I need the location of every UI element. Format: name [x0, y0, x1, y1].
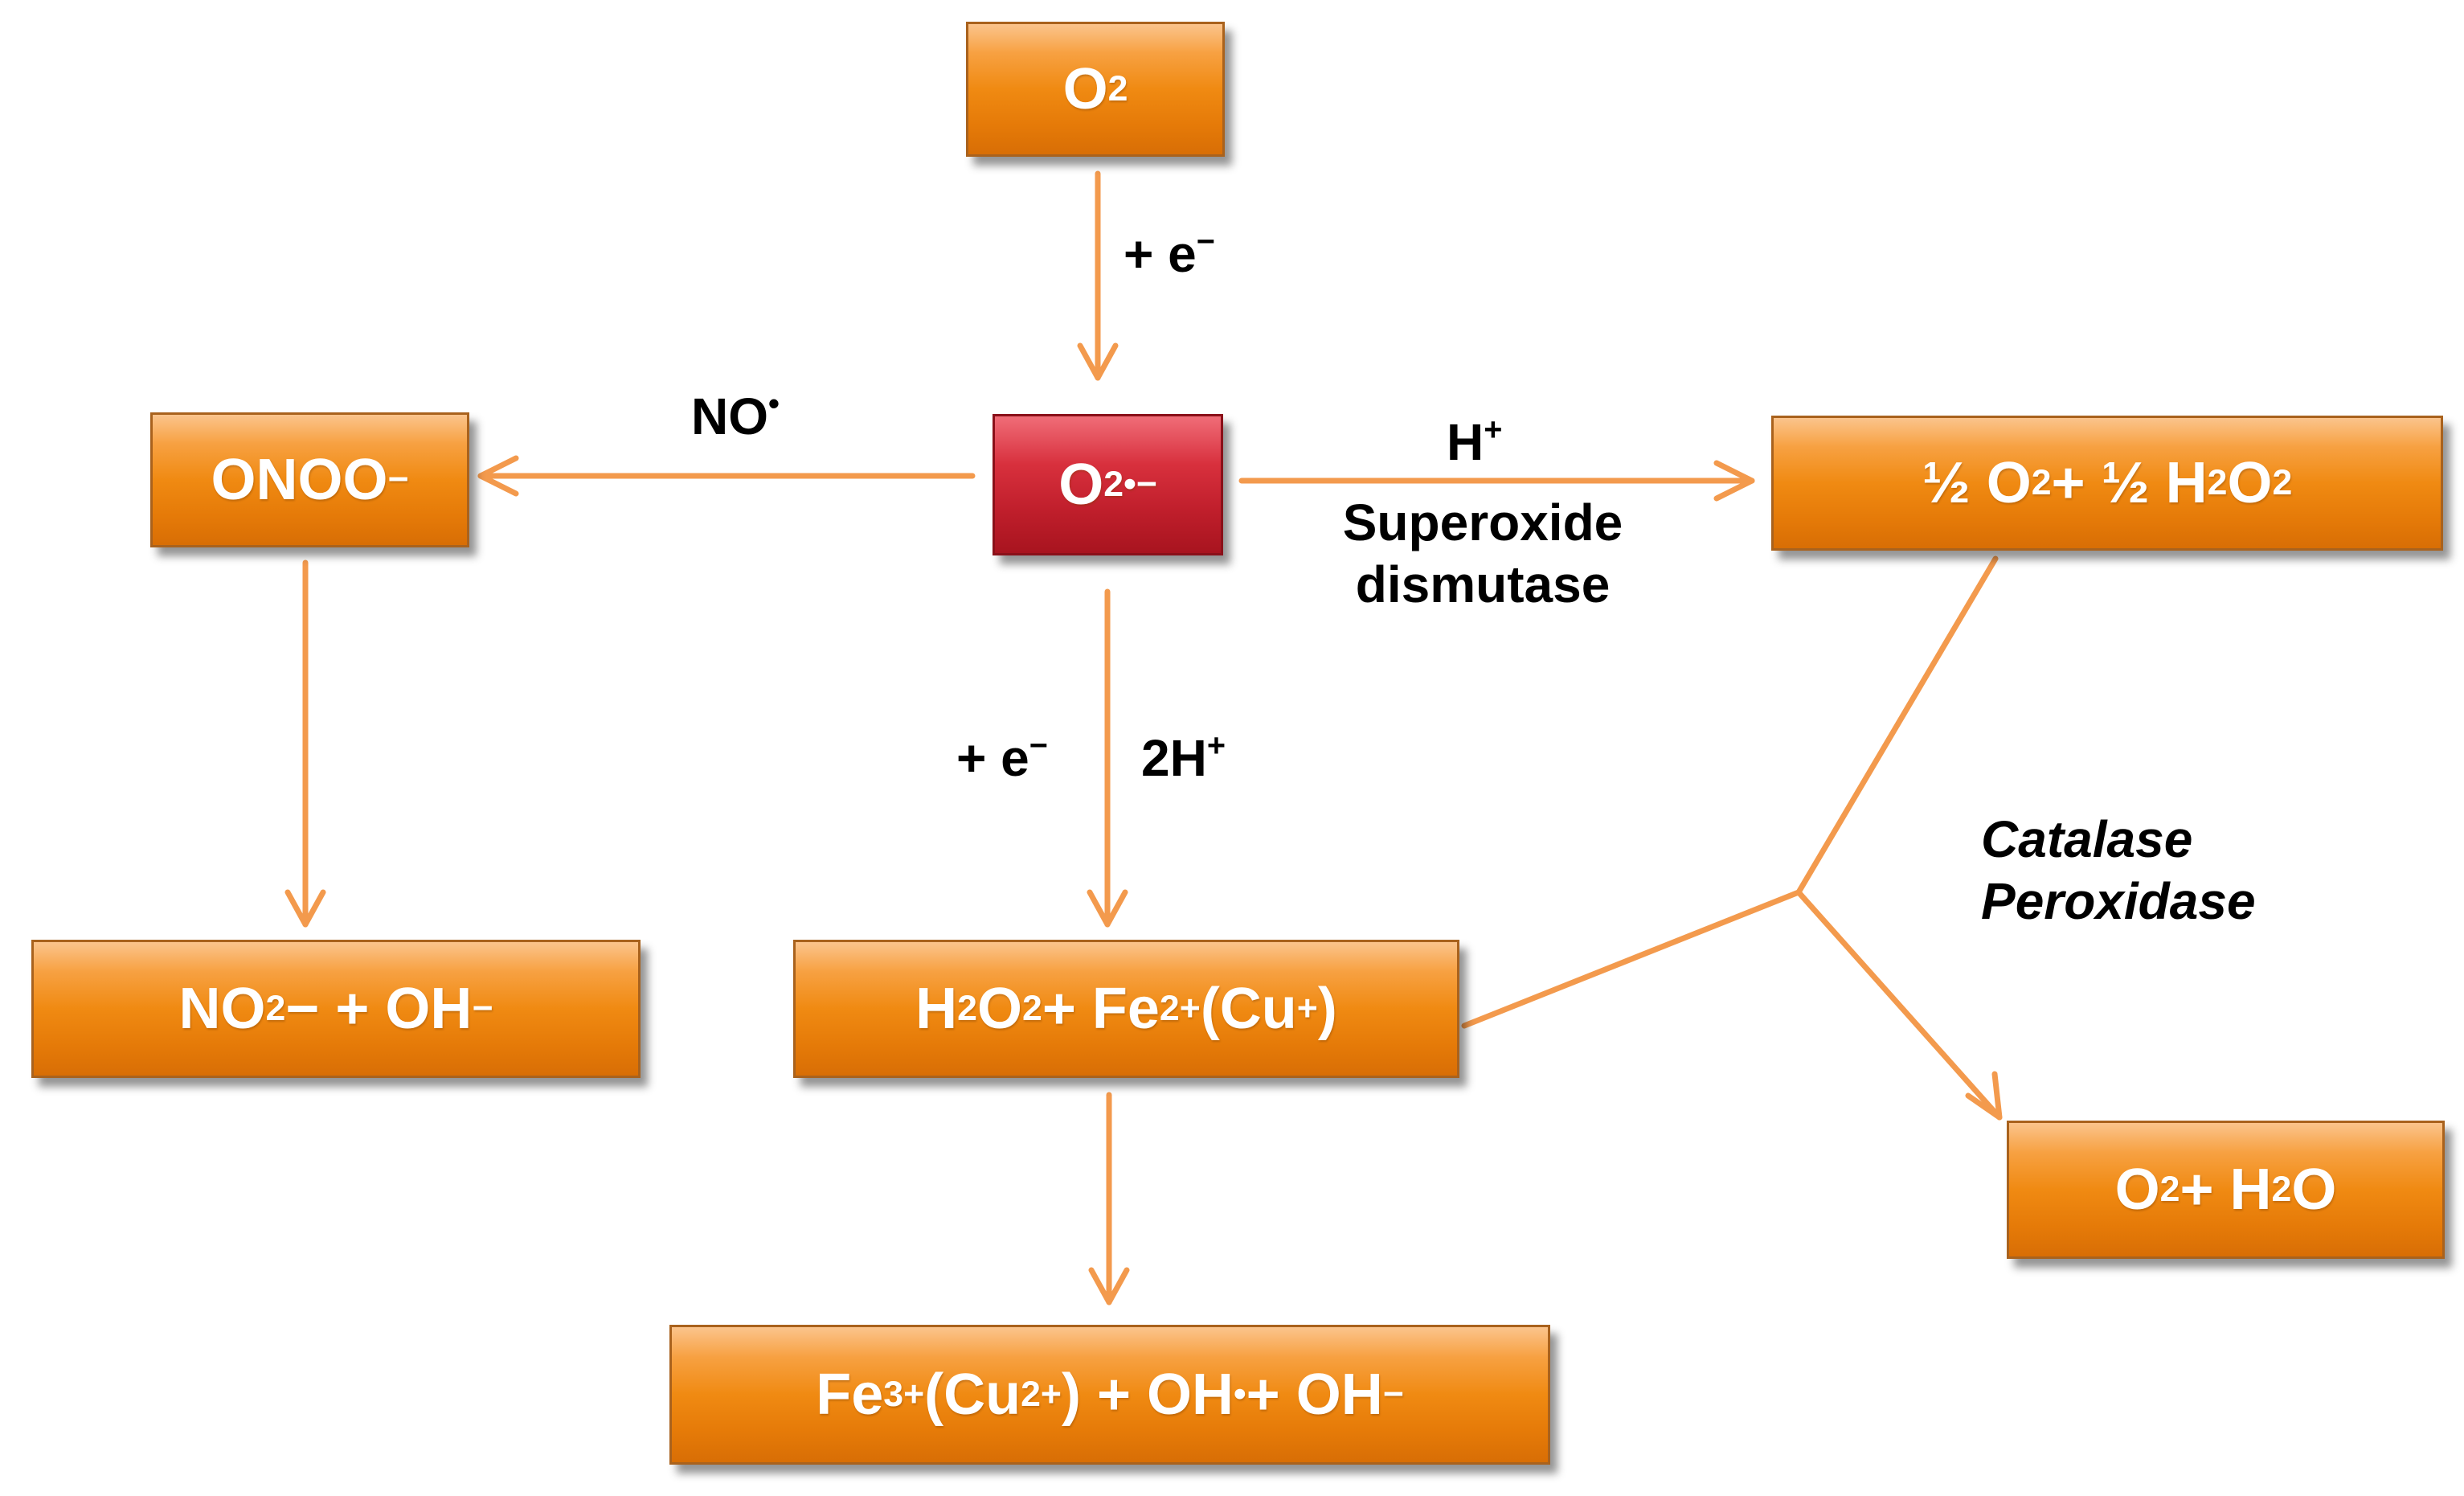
arrowhead-peroxynitrite: [477, 455, 519, 497]
arrowhead-fenton: [1088, 1267, 1130, 1305]
electron-label-mid: + e−: [956, 728, 1048, 787]
arrowhead-dismutation: [1713, 460, 1755, 502]
sod-label-line1: Superoxide: [1342, 494, 1623, 551]
arrowhead-nitrite: [284, 889, 326, 928]
peroxidase-label: Peroxidase: [1981, 871, 2256, 930]
sod-label-line2: dismutase: [1355, 555, 1611, 613]
peroxynitrite-box: ONOO−: [150, 412, 469, 547]
nitric-oxide-label: NO•: [691, 386, 780, 445]
line-peroxide-to-junction: [1461, 889, 1802, 1029]
sod-label: Superoxide dismutase: [1302, 492, 1664, 616]
arrowhead-water: [1965, 1071, 2003, 1121]
proton-label: H+: [1447, 412, 1503, 471]
arrow-junction-to-water: [1795, 889, 2003, 1121]
enzyme-label: Catalase Peroxidase: [1981, 809, 2256, 932]
catalase-label: Catalase: [1981, 810, 2193, 868]
line-dismutation-to-junction: [1795, 555, 1999, 896]
arrowhead-peroxide: [1087, 889, 1128, 928]
two-protons-label: 2H+: [1141, 728, 1226, 787]
arrowhead-superoxide: [1077, 342, 1119, 381]
electron-label-top: + e−: [1124, 223, 1215, 283]
